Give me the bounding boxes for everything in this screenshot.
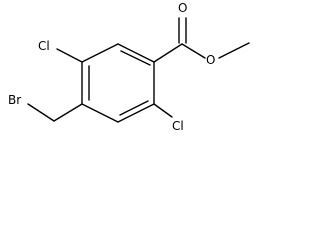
ring-bond-3-inner bbox=[119, 100, 149, 116]
ch2-to-br-bond bbox=[27, 103, 55, 122]
molecule-drawing: O O Cl Cl Br bbox=[8, 1, 250, 133]
atom-label-o-ester: O bbox=[206, 53, 215, 67]
ring-to-cl-top-bond bbox=[56, 48, 83, 63]
ring-bond-3 bbox=[117, 103, 155, 123]
ring-to-ch2-bond bbox=[53, 103, 83, 122]
atom-label-cl-top: Cl bbox=[38, 39, 50, 53]
atom-label-cl-bottom: Cl bbox=[172, 119, 184, 133]
ring-bond-1 bbox=[117, 43, 155, 63]
ester-oxygen-to-methyl-bond bbox=[218, 42, 250, 59]
structure-diagram: O O Cl Cl Br bbox=[0, 0, 260, 138]
ring-to-carbonyl-bond bbox=[153, 43, 183, 63]
ring-bond-4 bbox=[81, 103, 119, 123]
atom-label-br: Br bbox=[8, 93, 21, 107]
ring-bond-6 bbox=[81, 43, 119, 63]
carbonyl-to-ester-oxygen-bond bbox=[181, 43, 206, 59]
ring-to-cl-bottom-bond bbox=[153, 103, 173, 118]
ring-bond-1-inner bbox=[120, 50, 151, 66]
atom-label-o-carbonyl: O bbox=[178, 1, 187, 15]
